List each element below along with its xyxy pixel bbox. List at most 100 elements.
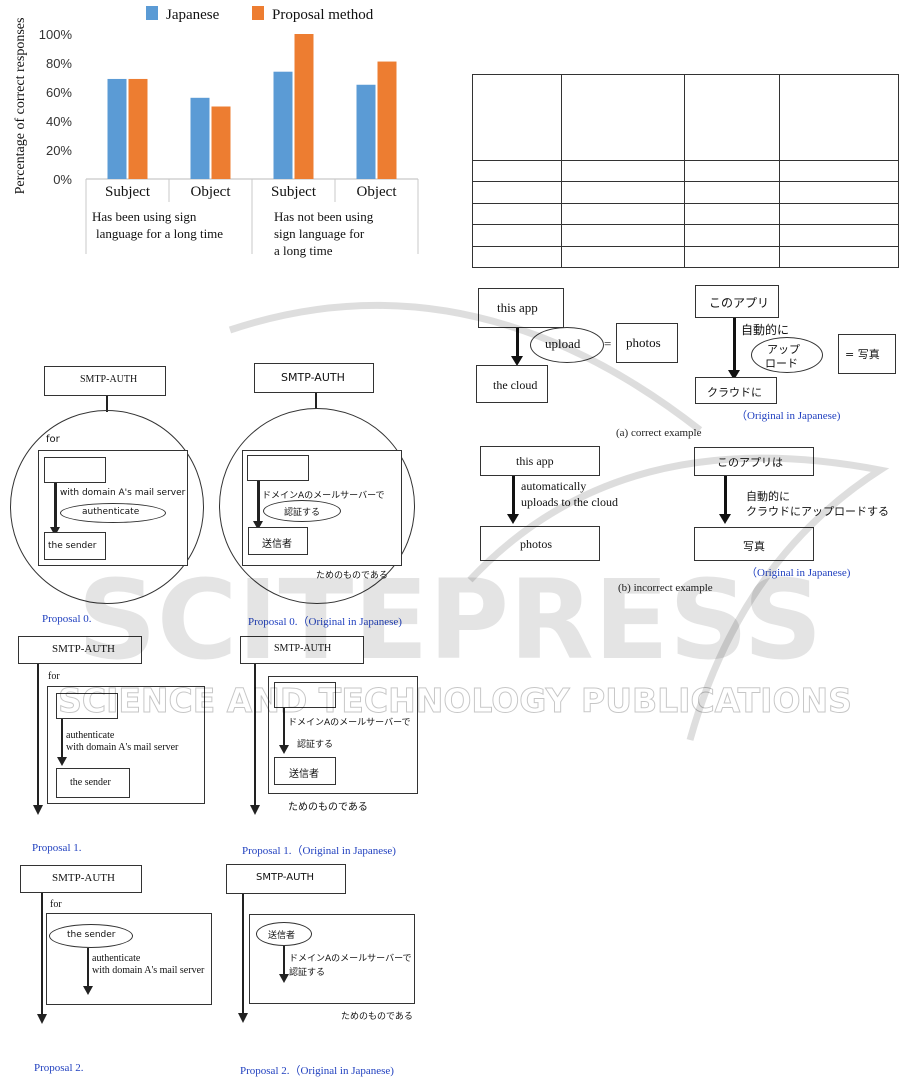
arrow-head-icon-jp xyxy=(719,514,731,524)
bar-japanese xyxy=(107,78,127,179)
bar-japanese xyxy=(356,84,376,179)
sender-label-jp: 送信者 xyxy=(289,769,319,780)
y-tick-label: 20% xyxy=(46,143,72,158)
caption-proposal-2: Proposal 2. xyxy=(34,1062,84,1074)
caption-proposal-1: Proposal 1. xyxy=(32,842,82,854)
empty-box-jp xyxy=(247,455,309,481)
bar-proposal-method xyxy=(211,106,231,179)
y-axis-label: Percentage of correct responses xyxy=(13,18,28,195)
arrow-head-icon xyxy=(511,356,523,366)
photos-label: photos xyxy=(520,537,553,551)
caption-proposal-1-jp: Proposal 1.（Original in Japanese) xyxy=(242,845,396,857)
arrow-head-icon xyxy=(83,986,93,995)
photo-label-jp: = 写真 xyxy=(845,348,880,361)
bar-proposal-method xyxy=(294,34,314,179)
arrow-head-icon-jp xyxy=(253,521,263,530)
arrow-head-icon-jp xyxy=(279,745,289,754)
x-category-label: Object xyxy=(357,184,398,200)
sender-box-jp xyxy=(274,757,336,785)
sender-ellipse xyxy=(49,924,133,948)
authenticate-label-jp: 認証する xyxy=(297,740,334,750)
cloud-box-jp xyxy=(695,377,777,404)
main-arrow-head-icon-jp xyxy=(238,1013,248,1023)
empty-box xyxy=(44,457,106,483)
legend-swatch xyxy=(146,6,158,20)
auto-label-jp-2: クラウドにアップロードする xyxy=(746,505,889,518)
smtp-auth-label: SMTP-AUTH xyxy=(52,643,115,655)
smtp-auth-box-jp xyxy=(254,363,374,393)
photo-label-jp: 写真 xyxy=(743,540,765,553)
bar-proposal-method xyxy=(128,78,148,179)
sender-label: the sender xyxy=(48,541,97,551)
main-arrow-head-icon xyxy=(37,1014,47,1024)
arrow-head-icon-jp xyxy=(728,370,740,380)
arrow-shaft xyxy=(512,476,515,516)
original-note: （Original in Japanese) xyxy=(746,567,851,579)
legend-label: Proposal method xyxy=(272,7,374,23)
arrow-head-icon xyxy=(57,757,67,766)
app-label-jp: このアプリは xyxy=(717,456,783,469)
with-server-label: with domain A's mail server xyxy=(92,965,205,976)
arrow-head-icon xyxy=(507,514,519,524)
upload-ellipse xyxy=(530,327,604,363)
photos-label: photos xyxy=(626,335,661,350)
authenticate-label: authenticate xyxy=(66,730,115,741)
x-category-label: Subject xyxy=(105,184,151,200)
this-app-box xyxy=(480,446,600,476)
photo-box-jp xyxy=(838,334,896,374)
for-label: for xyxy=(50,899,62,910)
empty-box-jp xyxy=(274,682,336,708)
scope-circle-jp xyxy=(219,408,415,604)
x-category-label: Subject xyxy=(271,184,317,200)
this-app-box xyxy=(478,288,564,328)
main-arrow-shaft-jp xyxy=(242,894,244,1014)
for-label: for xyxy=(46,434,60,445)
caption-proposal-2-jp: Proposal 2.（Original in Japanese) xyxy=(240,1065,394,1077)
equals-label: = xyxy=(604,336,612,351)
smtp-auth-label-jp: SMTP-AUTH xyxy=(274,643,332,654)
tame-label-jp: ためのものである xyxy=(316,571,388,581)
original-note: （Original in Japanese) xyxy=(736,410,841,422)
arrow-shaft xyxy=(61,719,63,759)
smtp-auth-label-jp: SMTP-AUTH xyxy=(281,371,345,384)
auto-label-1: automatically xyxy=(521,479,587,493)
bar-japanese xyxy=(273,71,293,179)
authenticate-label-jp: 認証する xyxy=(284,508,321,518)
group-label: sign language for xyxy=(274,226,365,241)
y-tick-label: 0% xyxy=(53,172,72,187)
smtp-auth-label-jp: SMTP-AUTH xyxy=(256,872,315,883)
main-arrow-shaft xyxy=(37,664,39,806)
arrow-shaft xyxy=(516,328,519,358)
auto-label-jp: 自動的に xyxy=(741,323,790,337)
sender-label-jp: 送信者 xyxy=(268,931,296,941)
with-server-label-jp: ドメインAのメールサーバーで xyxy=(289,954,412,964)
arrow-shaft xyxy=(54,483,57,529)
upload-ellipse-jp xyxy=(751,337,823,373)
sender-box xyxy=(56,768,130,798)
sender-box-jp xyxy=(248,527,308,555)
upload-label: upload xyxy=(545,336,581,351)
smtp-auth-label: SMTP-AUTH xyxy=(80,374,138,385)
photos-box xyxy=(616,323,678,363)
connector-line-jp xyxy=(315,393,317,409)
with-server-label-jp: ドメインAのメールサーバーで xyxy=(288,718,411,728)
photos-box xyxy=(480,526,600,561)
group-label: Has not been using xyxy=(274,209,374,224)
group-label: a long time xyxy=(274,243,333,258)
app-box-jp xyxy=(695,285,779,318)
auto-label-2: uploads to the cloud xyxy=(521,495,618,509)
main-arrow-shaft-jp xyxy=(254,664,256,806)
smtp-auth-box xyxy=(18,636,142,664)
watermark-title: SCITEPRESS xyxy=(77,556,822,684)
app-box-jp xyxy=(694,447,814,476)
x-category-label: Object xyxy=(191,184,232,200)
app-label-jp: このアプリ xyxy=(709,296,770,310)
empty-table xyxy=(472,74,899,269)
arrow-head-icon xyxy=(50,527,60,536)
with-server-label-jp: ドメインAのメールサーバーで xyxy=(262,491,385,501)
caption-incorrect: (b) incorrect example xyxy=(618,582,713,594)
smtp-auth-box xyxy=(44,366,166,396)
sender-label-jp: 送信者 xyxy=(262,539,292,550)
connector-line xyxy=(106,396,108,412)
y-tick-label: 60% xyxy=(46,85,72,100)
